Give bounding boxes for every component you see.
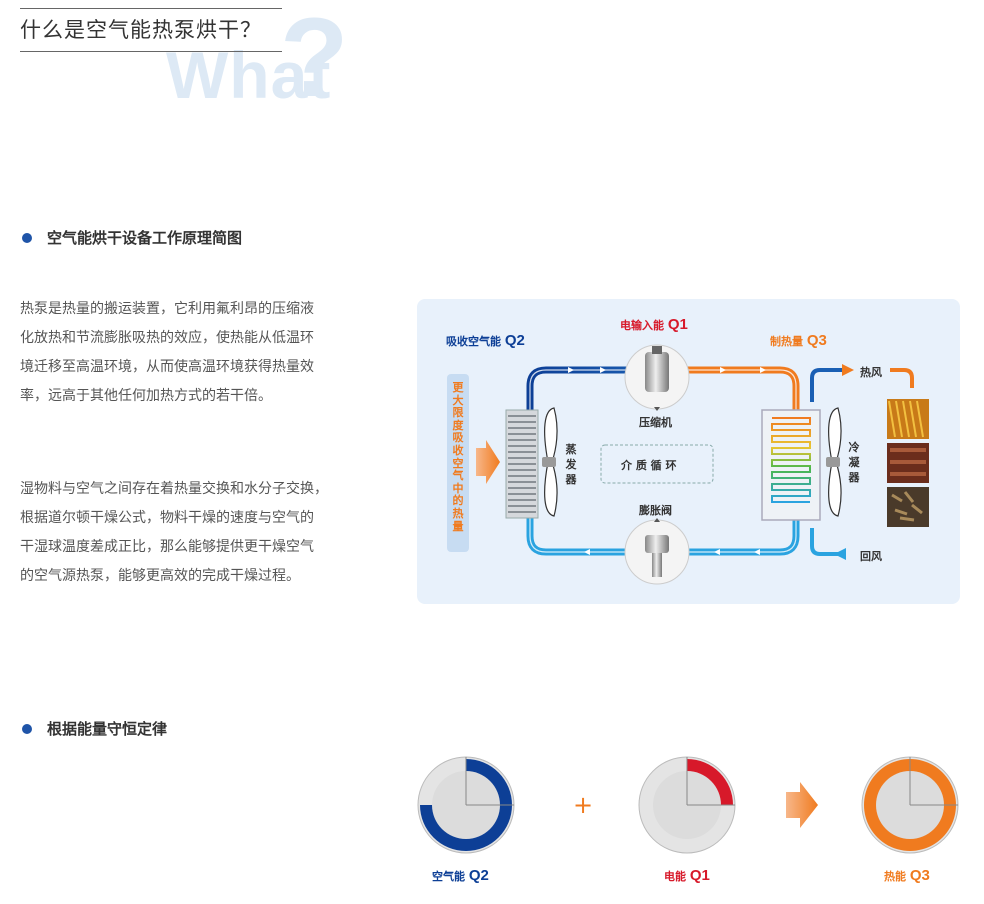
watermark-question-mark: ? bbox=[280, 0, 349, 120]
return-air-label: 回风 bbox=[860, 550, 882, 563]
section-bullet-icon bbox=[22, 233, 32, 243]
gauge-caption-electric: 电能 Q1 bbox=[664, 867, 710, 884]
return-air-pipe bbox=[810, 528, 846, 556]
condenser-label: 冷凝器 bbox=[848, 441, 860, 484]
page-title: 什么是空气能热泵烘干？ bbox=[20, 18, 262, 42]
compressor-label: 压缩机 bbox=[639, 416, 672, 429]
evaporator-fan-icon bbox=[542, 407, 558, 517]
cycle-label: 介 质 循 环 bbox=[621, 459, 677, 472]
condenser-unit bbox=[761, 409, 821, 521]
side-absorb-text: 更大限度吸收空气中的热量 bbox=[452, 381, 464, 533]
title-top-rule bbox=[20, 8, 282, 9]
gauge-electric-energy bbox=[638, 756, 736, 854]
section-title-energy-law: 根据能量守恒定律 bbox=[47, 720, 168, 738]
heat-output-label: 制热量 Q3 bbox=[770, 332, 827, 349]
hot-air-pipe bbox=[810, 368, 846, 402]
condenser-fan-icon bbox=[826, 407, 842, 517]
evaporator-label: 蒸发器 bbox=[565, 443, 577, 486]
flow-arrows bbox=[568, 367, 766, 555]
electric-input-label: 电输入能 Q1 bbox=[620, 316, 688, 333]
return-air-arrow-icon bbox=[834, 548, 846, 560]
title-bottom-rule bbox=[20, 51, 282, 52]
gauge-caption-heat: 热能 Q3 bbox=[884, 867, 930, 884]
result-arrow-icon bbox=[786, 782, 818, 828]
section-title-principle: 空气能烘干设备工作原理简图 bbox=[47, 229, 243, 247]
evaporator-coil bbox=[505, 409, 539, 519]
absorb-air-label: 吸收空气能 Q2 bbox=[446, 332, 525, 349]
hot-air-arrow-icon bbox=[842, 364, 854, 376]
air-intake-arrow-icon bbox=[476, 440, 500, 484]
product-photo-3 bbox=[887, 487, 929, 527]
intro-paragraph-2: 湿物料与空气之间存在着热量交换和水分子交换， 根据道尔顿干燥公式，物料干燥的速度… bbox=[20, 481, 328, 584]
plus-sign: + bbox=[573, 791, 594, 819]
gauge-air-energy bbox=[417, 756, 515, 854]
cycle-box bbox=[600, 444, 714, 484]
section-bullet-icon bbox=[22, 724, 32, 734]
hot-air-label: 热风 bbox=[860, 366, 882, 379]
gauge-caption-air: 空气能 Q2 bbox=[432, 867, 489, 884]
compressor-icon bbox=[645, 352, 669, 392]
side-strip bbox=[447, 374, 469, 552]
intro-paragraph-1: 热泵是热量的搬运装置，它利用氟利昂的压缩液 化放热和节流膨胀吸热的效应，使热能从… bbox=[20, 301, 314, 404]
valve-label: 膨胀阀 bbox=[639, 504, 672, 517]
expansion-valve-icon bbox=[645, 535, 669, 553]
gauge-heat-energy bbox=[861, 756, 959, 854]
